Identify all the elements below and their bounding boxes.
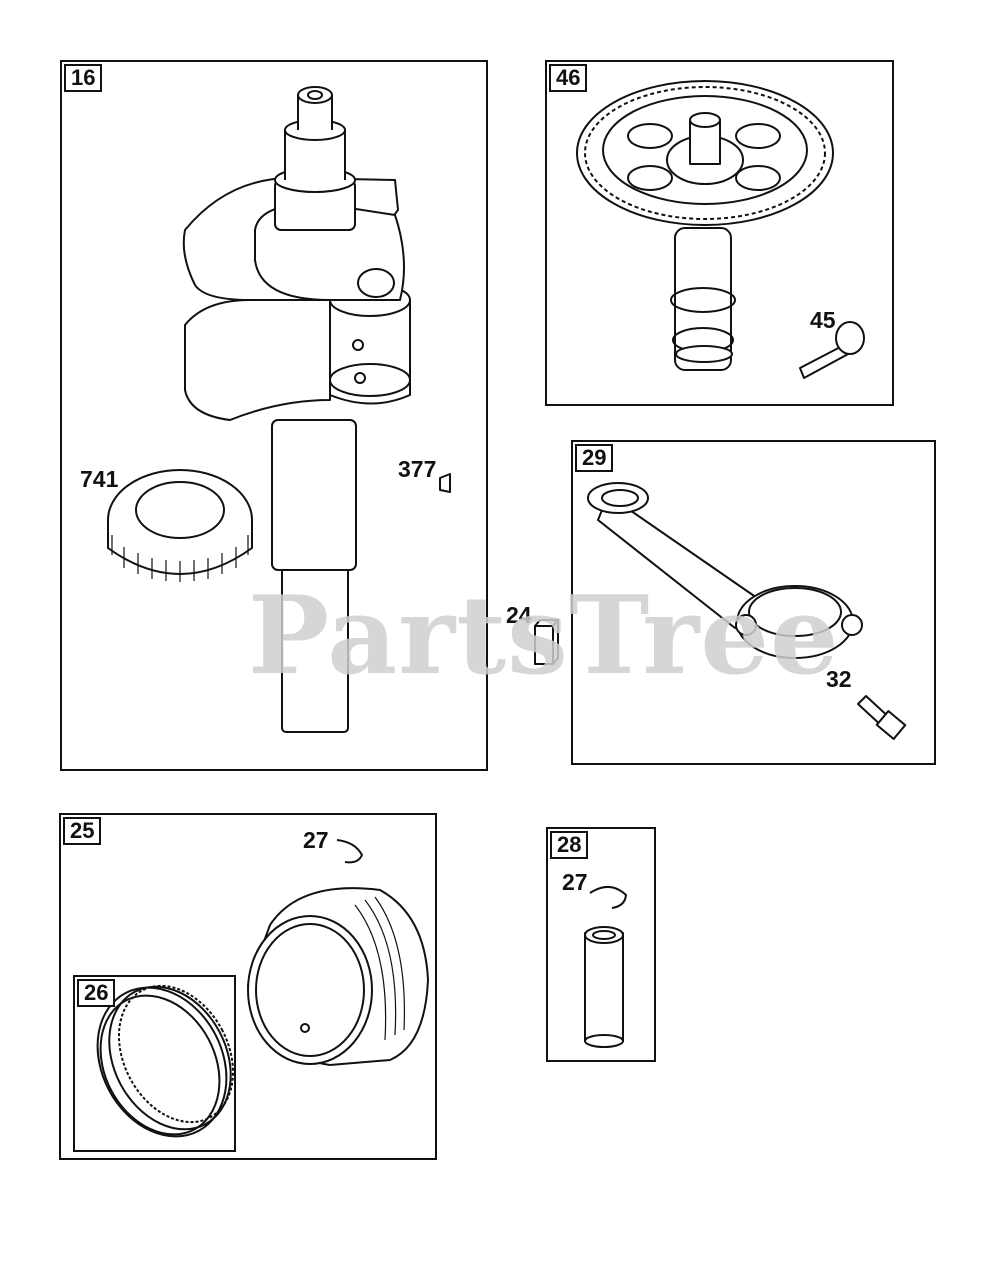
callout-32: 32 bbox=[826, 666, 852, 692]
key-24-drawing bbox=[534, 619, 559, 665]
assembly-box-26: 26 bbox=[73, 975, 236, 1152]
assembly-tag-16: 16 bbox=[64, 64, 103, 92]
assembly-tag-29: 29 bbox=[575, 444, 614, 472]
assembly-tag-46: 46 bbox=[549, 64, 588, 92]
callout-24: 24 bbox=[506, 602, 532, 628]
camshaft-drawing bbox=[576, 80, 865, 379]
callout-741: 741 bbox=[80, 466, 119, 492]
assembly-box-29: 29 bbox=[571, 440, 936, 765]
assembly-box-16: 16 bbox=[60, 60, 488, 771]
assembly-box-28: 28 bbox=[546, 827, 656, 1062]
assembly-box-25: 25 bbox=[59, 813, 437, 1160]
piston-drawing bbox=[247, 839, 429, 1066]
callout-27-pin: 27 bbox=[562, 869, 588, 895]
assembly-tag-28: 28 bbox=[550, 831, 589, 859]
assembly-tag-26: 26 bbox=[77, 979, 116, 1007]
piston-rings-drawing bbox=[96, 984, 235, 1138]
assembly-box-46: 46 bbox=[545, 60, 894, 406]
crankshaft-drawing bbox=[107, 86, 451, 733]
callout-27-piston: 27 bbox=[303, 827, 329, 853]
assembly-tag-25: 25 bbox=[63, 817, 102, 845]
connecting-rod-drawing bbox=[587, 482, 907, 740]
piston-pin-drawing bbox=[584, 886, 628, 1048]
callout-45: 45 bbox=[810, 307, 836, 333]
callout-377: 377 bbox=[398, 456, 437, 482]
